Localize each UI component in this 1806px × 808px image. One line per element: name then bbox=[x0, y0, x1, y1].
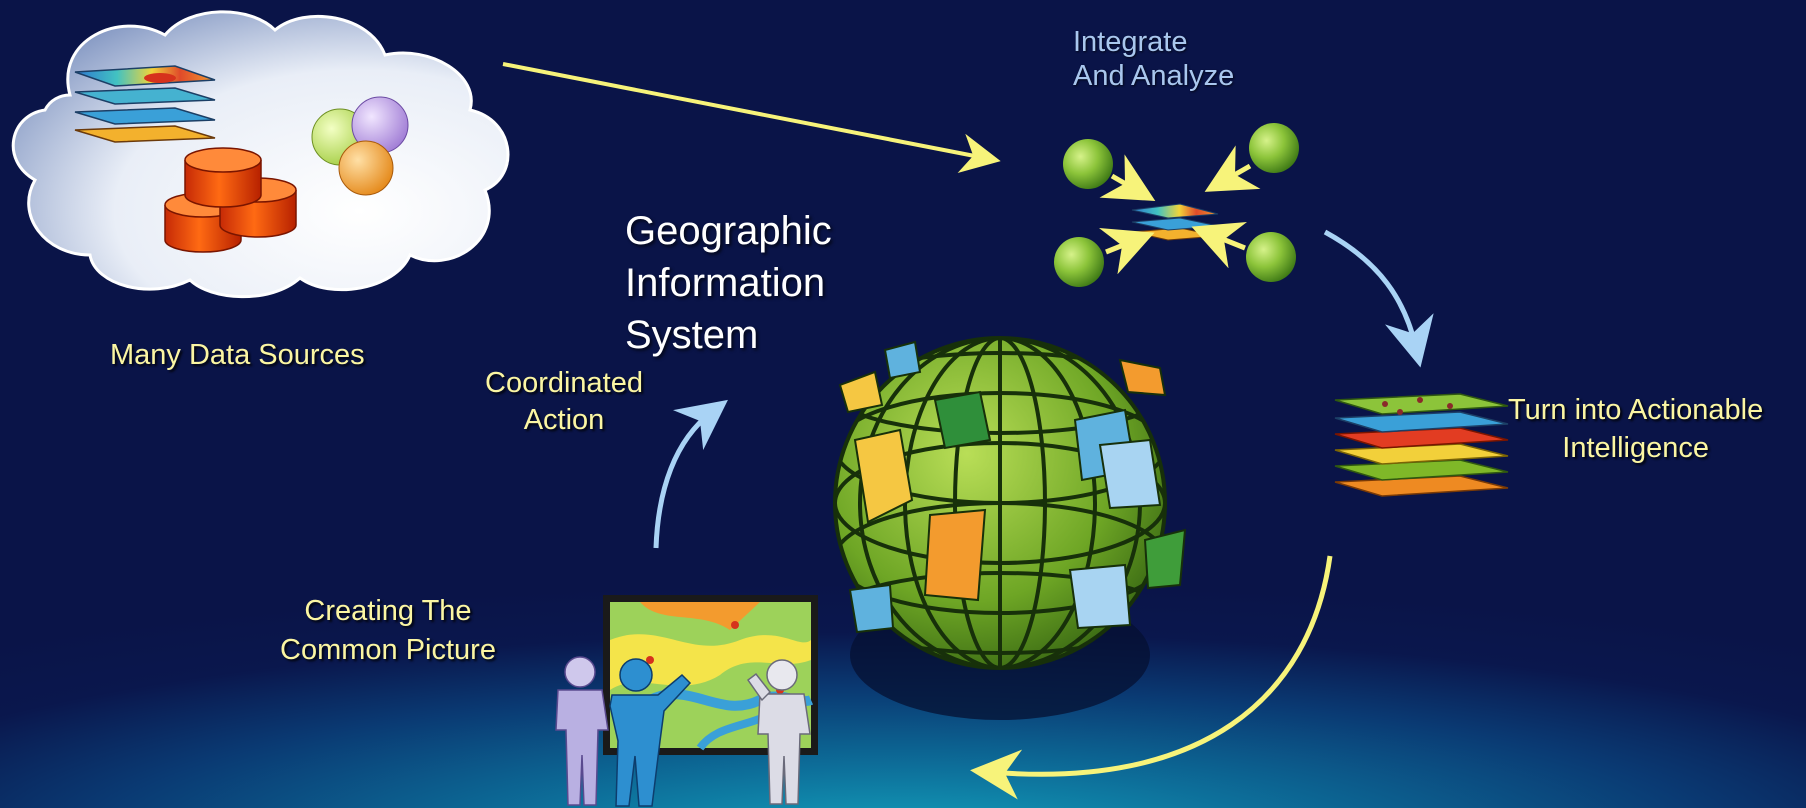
overlapping-circles-icon bbox=[311, 96, 409, 196]
common-picture-line: Common Picture bbox=[280, 634, 496, 666]
actionable-line: Intelligence bbox=[1562, 432, 1709, 464]
person-icon bbox=[746, 659, 811, 805]
integrate-label: Integrate And Analyze bbox=[1073, 25, 1234, 93]
layer-stack-icon bbox=[1334, 393, 1509, 497]
green-node-icon bbox=[1246, 232, 1296, 282]
integrate-line: And Analyze bbox=[1073, 60, 1235, 92]
green-node-icon bbox=[1063, 139, 1113, 189]
arrow-to-coordinated-action bbox=[653, 399, 728, 549]
green-node-icon bbox=[1249, 123, 1299, 173]
people-at-map-board-icon bbox=[555, 595, 818, 807]
map-layers-icon bbox=[74, 65, 216, 143]
coordinated-line: Action bbox=[523, 404, 605, 436]
globe-icon bbox=[833, 336, 1187, 720]
common-picture-line: Creating The bbox=[304, 595, 472, 627]
title-line: System bbox=[625, 313, 759, 357]
actionable-line: Turn into Actionable bbox=[1508, 394, 1764, 426]
many-data-sources-label: Many Data Sources bbox=[110, 339, 365, 371]
title-line: Information bbox=[625, 261, 826, 305]
cloud-icon bbox=[11, 10, 510, 299]
arrow-to-common-picture bbox=[970, 555, 1333, 800]
actionable-intelligence-label: Turn into Actionable Intelligence bbox=[1508, 391, 1763, 467]
coordinated-action-label: Coordinated Action bbox=[485, 365, 643, 439]
integrate-cluster bbox=[1054, 123, 1299, 287]
system-title: Geographic Information System bbox=[625, 205, 832, 361]
database-icon bbox=[164, 147, 297, 253]
integrate-line: Integrate bbox=[1073, 26, 1188, 58]
arrow-to-intelligence bbox=[1323, 229, 1434, 368]
person-icon bbox=[555, 656, 609, 806]
green-node-icon bbox=[1054, 237, 1104, 287]
arrow-to-integrate bbox=[502, 62, 1001, 174]
person-icon bbox=[609, 658, 692, 807]
common-picture-label: Creating The Common Picture bbox=[280, 592, 496, 670]
title-line: Geographic bbox=[625, 209, 832, 253]
map-layers-icon bbox=[1131, 203, 1219, 241]
coordinated-line: Coordinated bbox=[485, 367, 643, 399]
